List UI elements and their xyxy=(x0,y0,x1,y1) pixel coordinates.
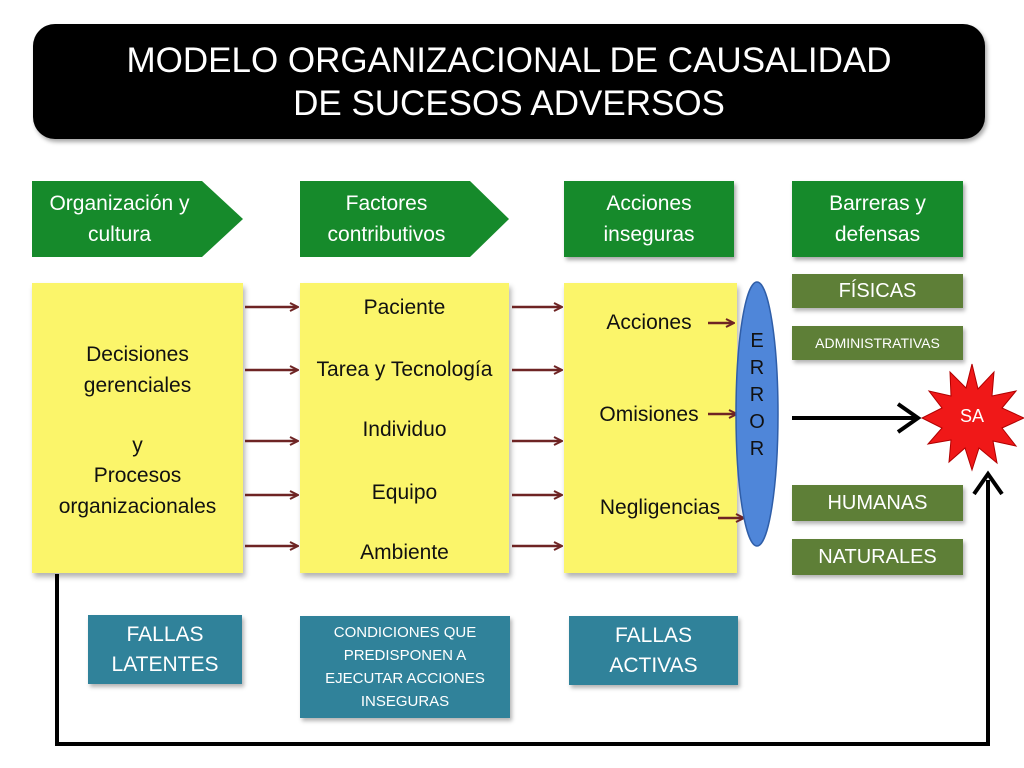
header-factores: Factores contributivos xyxy=(300,181,509,257)
arrows-col1-col2 xyxy=(245,307,297,546)
factor-tarea-tecnologia: Tarea y Tecnología xyxy=(316,358,493,381)
arrow-to-sa xyxy=(792,402,922,434)
barrier-administrativas-label: ADMINISTRATIVAS xyxy=(815,335,940,351)
barrier-naturales-label: NATURALES xyxy=(818,545,937,568)
error-ellipse xyxy=(735,281,779,547)
factor-paciente: Paciente xyxy=(363,296,446,319)
y-text: y xyxy=(132,434,143,457)
box-acciones: Acciones Omisiones Negligencias xyxy=(564,283,737,573)
barrier-administrativas: ADMINISTRATIVAS xyxy=(792,326,963,360)
diagram-title: MODELO ORGANIZACIONAL DE CAUSALIDAD DE S… xyxy=(33,24,985,139)
chevron-shape xyxy=(32,181,243,257)
factor-individuo: Individuo xyxy=(362,418,447,441)
barrier-humanas-label: HUMANAS xyxy=(827,491,928,514)
header-acciones: Acciones inseguras xyxy=(564,181,734,257)
barrier-humanas: HUMANAS xyxy=(792,485,963,521)
sa-label: SA xyxy=(959,406,984,426)
error-letter: R xyxy=(749,384,765,406)
diagram-title-text: MODELO ORGANIZACIONAL DE CAUSALIDAD DE S… xyxy=(126,40,892,123)
box-organizacion: Decisiones gerenciales y Procesos organi… xyxy=(32,283,243,573)
footer-fallas-activas: FALLAS ACTIVAS xyxy=(569,616,738,685)
procesos-organizacionales-text: Procesos organizacionales xyxy=(58,464,217,518)
barrier-naturales: NATURALES xyxy=(792,539,963,575)
footer-fallas-latentes-label: FALLAS LATENTES xyxy=(111,622,219,676)
accion-negligencias: Negligencias xyxy=(599,496,721,519)
error-label: E R R O R xyxy=(747,328,767,463)
header-barreras-label: Barreras y defensas xyxy=(829,192,926,246)
chevron-shape xyxy=(300,181,509,257)
decisiones-gerenciales-text: Decisiones gerenciales xyxy=(83,343,192,397)
factor-ambiente: Ambiente xyxy=(360,541,449,564)
footer-condiciones-label: CONDICIONES QUE PREDISPONEN A EJECUTAR A… xyxy=(325,624,485,710)
footer-condiciones: CONDICIONES QUE PREDISPONEN A EJECUTAR A… xyxy=(300,616,510,718)
arrows-to-error xyxy=(708,323,743,518)
barrier-fisicas: FÍSICAS xyxy=(792,274,963,308)
sa-star-shape xyxy=(920,363,1024,472)
arrows-col2-col3 xyxy=(512,307,561,546)
box-factores: Paciente Tarea y Tecnología Individuo Eq… xyxy=(300,283,509,573)
header-organizacion-label: Organización y cultura xyxy=(49,192,190,246)
accion-omisiones: Omisiones xyxy=(599,403,699,426)
header-organizacion: Organización y cultura xyxy=(32,181,243,257)
header-acciones-label: Acciones inseguras xyxy=(603,192,695,246)
error-letter: O xyxy=(749,411,765,433)
accion-acciones: Acciones xyxy=(606,311,692,334)
feedback-loop-line xyxy=(55,470,1004,746)
barrier-fisicas-label: FÍSICAS xyxy=(838,279,917,302)
footer-fallas-activas-label: FALLAS ACTIVAS xyxy=(609,623,698,677)
header-factores-label: Factores contributivos xyxy=(327,192,446,246)
header-barreras: Barreras y defensas xyxy=(792,181,963,257)
factor-equipo: Equipo xyxy=(371,481,438,504)
error-letter: E xyxy=(750,330,764,352)
footer-fallas-latentes: FALLAS LATENTES xyxy=(88,615,242,684)
error-letter: R xyxy=(749,357,765,379)
error-letter: R xyxy=(749,438,765,460)
